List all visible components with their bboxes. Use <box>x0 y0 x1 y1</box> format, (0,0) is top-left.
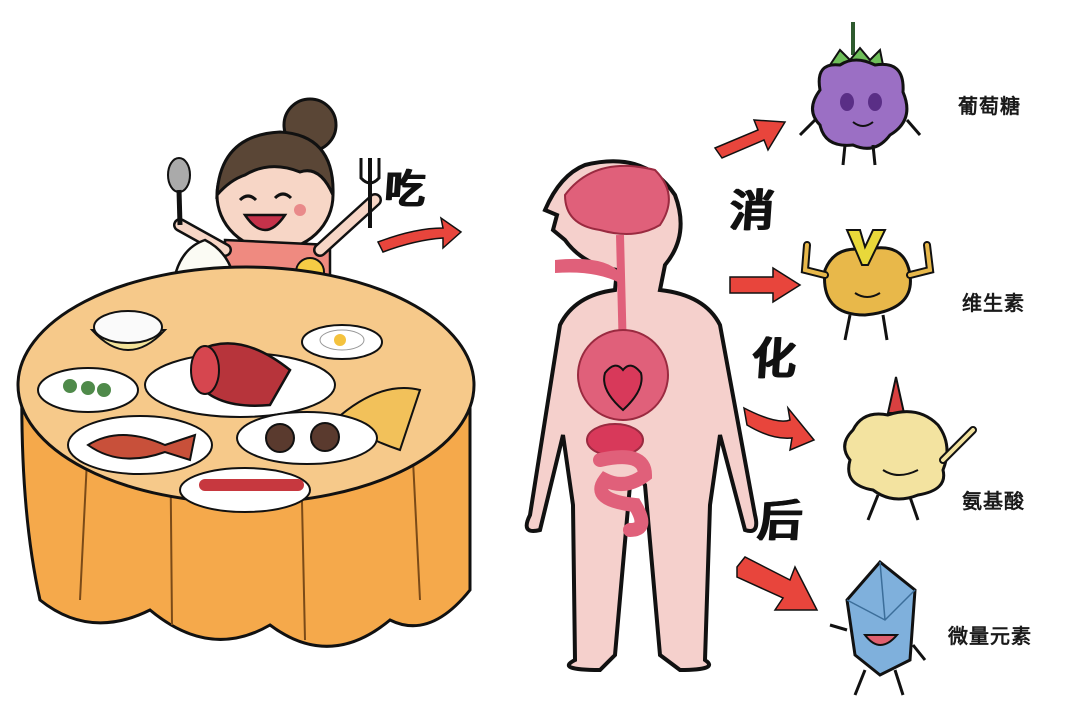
amino-acid-character <box>838 375 998 525</box>
digest-char-3: 后 <box>756 496 804 547</box>
girl-eating-at-table-scene <box>0 80 480 715</box>
vitamin-label: 维生素 <box>962 291 1025 315</box>
arrow-right-icon <box>376 216 463 253</box>
trace-elements-label: 微量元素 <box>948 624 1032 648</box>
digest-char-1: 消 <box>728 186 776 237</box>
human-body-digestive-system <box>505 155 765 675</box>
trace-elements-crystal-character <box>825 560 945 700</box>
amino-acid-label: 氨基酸 <box>962 489 1025 513</box>
arrow-to-glucose-icon <box>713 119 787 159</box>
glucose-grape-character <box>795 20 935 170</box>
arrow-to-trace-elements-icon <box>736 556 819 611</box>
arrow-to-amino-icon <box>742 405 816 452</box>
arrow-to-vitamin-icon <box>729 266 802 304</box>
eat-label: 吃 <box>383 167 427 213</box>
glucose-label: 葡萄糖 <box>958 94 1021 118</box>
vitamin-character <box>795 215 935 345</box>
dining-table-illustration <box>16 97 476 648</box>
digest-char-2: 化 <box>750 334 798 385</box>
